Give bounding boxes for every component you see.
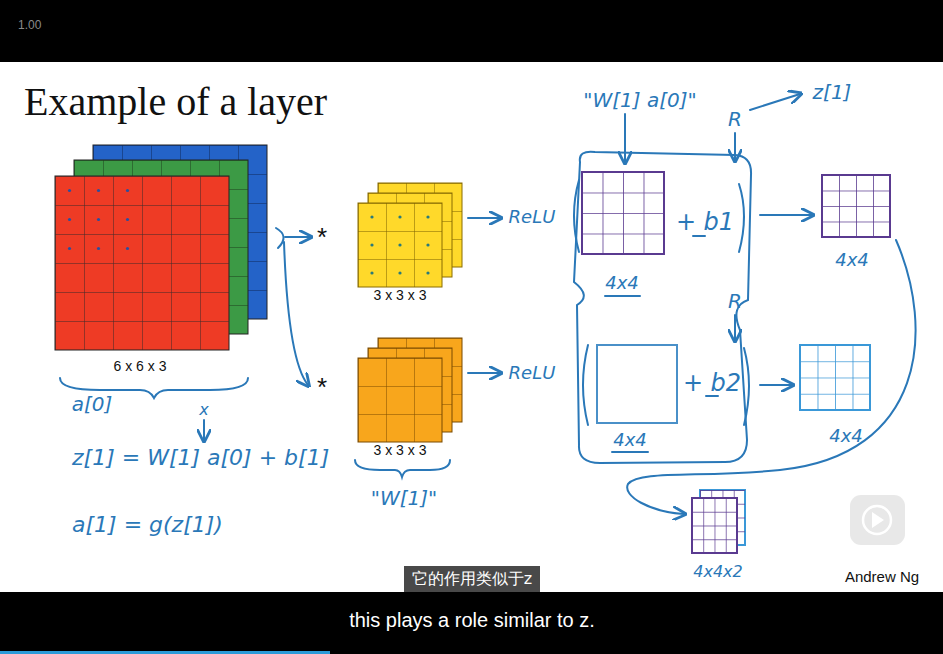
activation-label: ReLU — [509, 363, 556, 383]
activation-label: ReLU — [509, 207, 556, 227]
z-label: z[1] — [813, 81, 852, 103]
volume-name: a[0] — [72, 393, 113, 415]
top-bar — [0, 0, 943, 62]
weight-label: "W[1]" — [371, 487, 438, 509]
dimension-label: 3 x 3 x 3 — [374, 443, 427, 458]
orange-filter — [358, 338, 462, 442]
subtitle-text: 它的作用类似于z — [412, 569, 532, 590]
equation: a[1] = g(z[1]) — [72, 513, 223, 537]
equation: z[1] = W[1] a[0] + b[1] — [72, 446, 329, 470]
handwritten-strokes — [60, 94, 916, 514]
progress-bar — [0, 651, 330, 654]
author-credit: Andrew Ng — [845, 569, 919, 586]
input-note: x — [199, 401, 208, 419]
dimension-label: 4x4 — [613, 430, 647, 450]
dimension-label: 4x4x2 — [693, 563, 742, 581]
dimension-label: 3 x 3 x 3 — [374, 288, 427, 303]
play-icon — [850, 495, 905, 545]
bottom-bar — [0, 592, 943, 654]
convolution-symbol: * — [317, 373, 327, 402]
subtitle-english: this plays a role similar to z. — [349, 609, 595, 631]
output-grids — [582, 172, 890, 553]
dimension-label: 4x4 — [835, 250, 869, 270]
real-note: R — [728, 108, 742, 130]
slide-ground — [0, 62, 943, 592]
dimension-label: 4x4 — [829, 426, 863, 446]
bias-label: + b1 — [676, 209, 734, 235]
dimension-label: 6 x 6 x 3 — [114, 359, 167, 374]
speed-label: 1.00 — [18, 19, 41, 32]
input-volume — [55, 145, 267, 350]
subtitle-chinese: 它的作用类似于z — [404, 566, 540, 593]
dimension-label: 4x4 — [605, 273, 639, 293]
yellow-filter — [358, 183, 462, 287]
slide-title: Example of a layer — [24, 78, 327, 125]
real-note: R — [728, 290, 742, 312]
convolution-symbol: * — [317, 223, 327, 252]
bias-label: + b2 — [683, 370, 741, 396]
weight-label: "W[1] a[0]" — [583, 89, 696, 111]
